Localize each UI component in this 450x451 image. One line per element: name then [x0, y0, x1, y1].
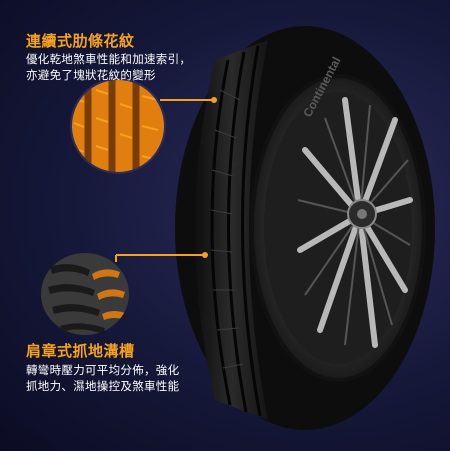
feature-description-line: 抓地力、濕地操控及煞車性能	[26, 379, 180, 393]
continuous-rib-tread-icon	[70, 78, 166, 174]
leader-dot-shoulder	[202, 252, 208, 258]
leader-dot-rib	[211, 97, 217, 103]
feature-description-line: 亦避免了塊狀花紋的變形	[26, 68, 156, 82]
feature-description-line: 轉彎時壓力可平均分佈，強化	[26, 363, 180, 377]
shoulder-groove-tread-icon	[40, 252, 130, 337]
feature-description-rib: 優化乾地煞車性能和加速索引， 亦避免了塊狀花紋的變形	[26, 51, 226, 83]
feature-description-line: 優化乾地煞車性能和加速索引，	[26, 52, 192, 66]
feature-description-shoulder: 轉彎時壓力可平均分佈，強化 抓地力、濕地操控及煞車性能	[26, 362, 226, 394]
feature-title-shoulder: 肩章式抓地溝槽	[26, 342, 135, 360]
feature-title-rib: 連續式肋條花紋	[26, 32, 135, 50]
